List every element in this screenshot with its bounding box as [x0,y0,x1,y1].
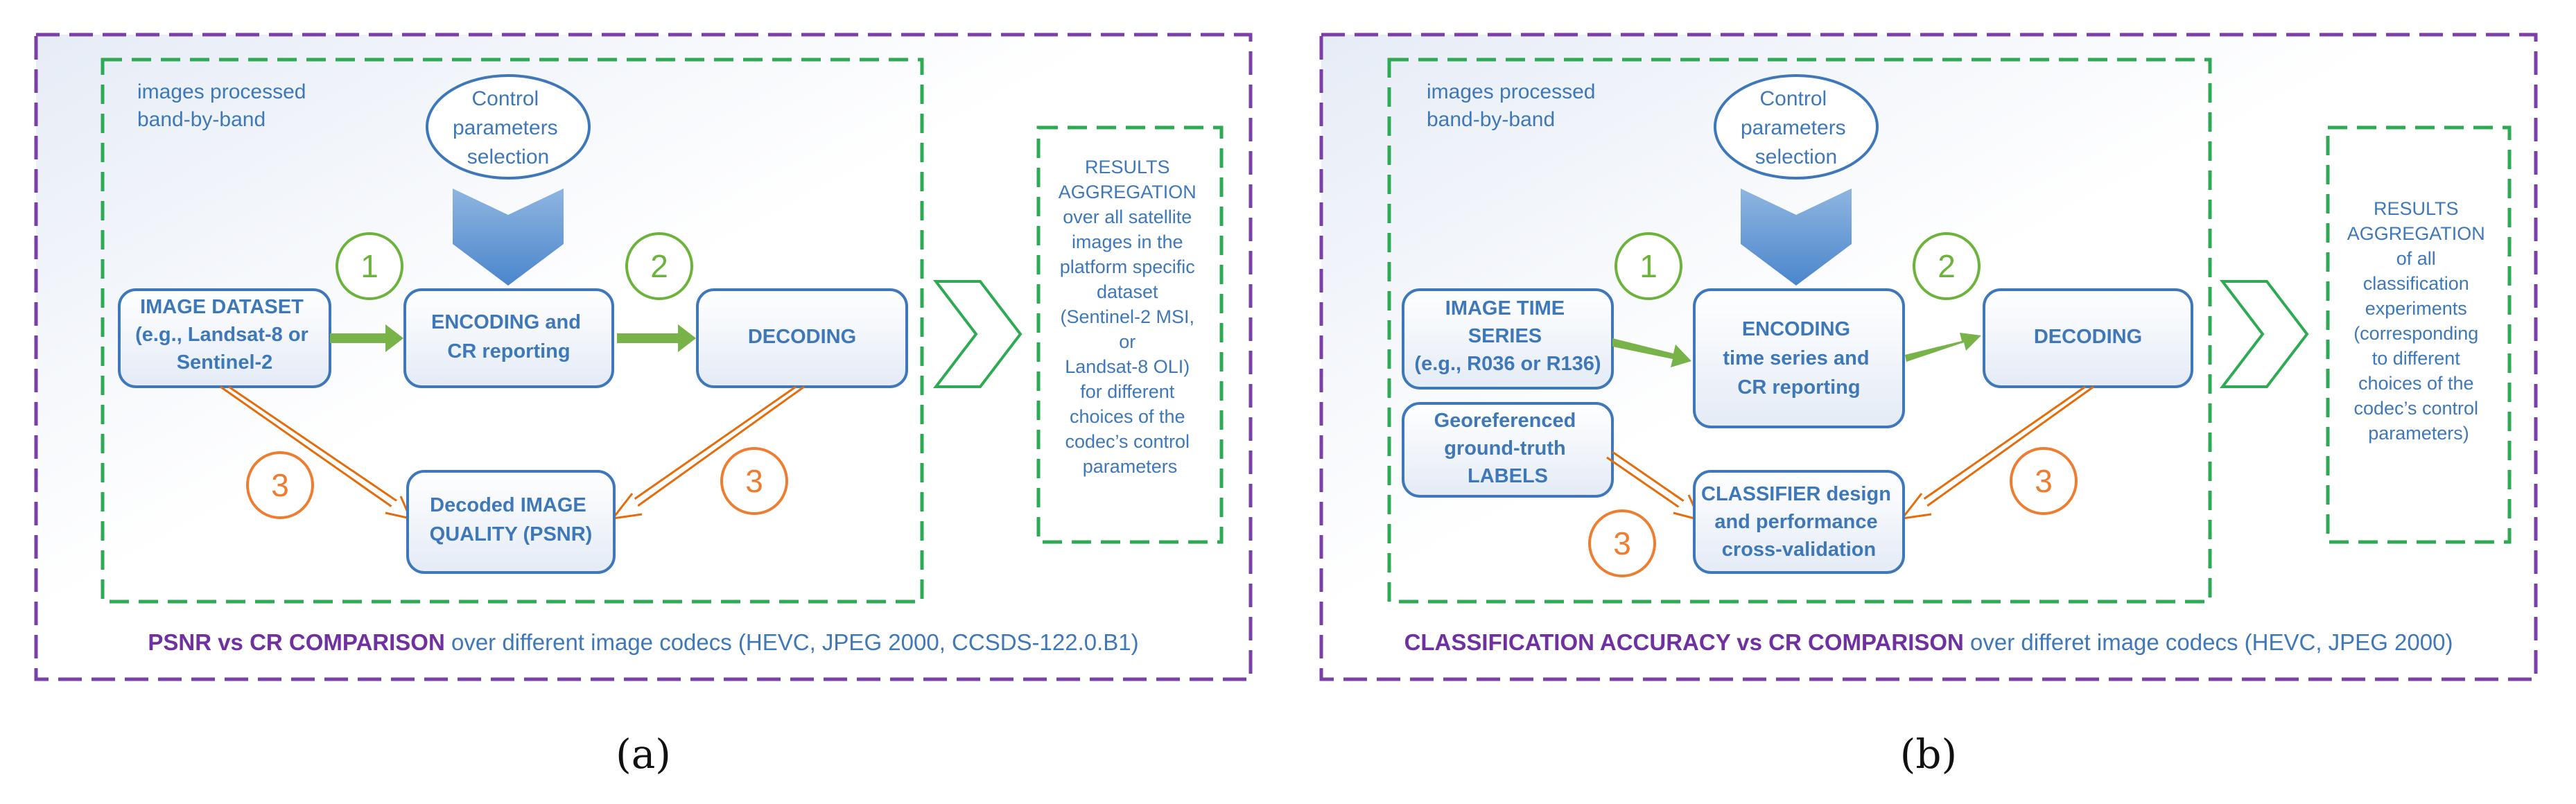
panel-b-step-3-left-circle [1588,509,1656,577]
panel-a-step-3-right-circle [720,447,788,515]
panel-a-step-3-left-label: 3 [271,467,289,503]
panel-a-arrow-encoding-to-decoding [617,324,696,352]
panel-b-arrow-series-to-encoding [1612,338,1691,367]
panel-b-step-2-circle [1913,232,1981,300]
panel-b-image-time-series-label: IMAGE TIME SERIES (e.g., R036 or R136) [1414,297,1601,375]
panel-a-image-quality-label: Decoded IMAGE QUALITY (PSNR) [430,494,593,545]
panel-b-decoding-label: DECODING [2034,326,2142,348]
panel-b-control-ellipse [1714,74,1879,180]
panel-a-image-quality-box [406,470,616,574]
panel-b-step-1-circle [1615,232,1682,300]
panel-b-results-box [2326,125,2512,544]
panel-a-encoding-label: ENCODING and CR reporting [431,311,586,362]
panel-a-caption: PSNR vs CR COMPARISON over different ima… [148,629,1138,655]
panel-a-step-3-left-circle [246,451,314,519]
panel-a-arrow-dataset-to-encoding [330,324,403,352]
panel-a-decoding-box [696,288,908,388]
panel-b-results-label: RESULTS AGGREGATION of all classificatio… [2347,198,2491,444]
panel-b-encoding-box [1693,288,1905,428]
panel-a-step-1-circle [336,232,403,300]
panel-b-step-2-label: 2 [1938,248,1956,284]
panel-a-label: (a) [616,731,671,778]
panel-b-caption: CLASSIFICATION ACCURACY vs CR COMPARISON… [1404,629,2453,655]
panel-b-chevron-right-icon [2219,280,2309,388]
panel-b-chevron-down-icon [1741,189,1852,286]
panel-b-arrow-encoding-to-decoding [1905,333,1981,362]
panel-a-results-label: RESULTS AGGREGATION over all satellite i… [1059,157,1202,477]
panel-b-band-note: images processed band-by-band [1427,80,1601,131]
panel-b-label: (b) [1900,731,1957,778]
panel-b-classifier-label: CLASSIFIER design and performance cross-… [1701,483,1897,561]
panel-a-encoding-box [403,288,614,388]
panel-b-encoding-label: ENCODING time series and CR reporting [1723,318,1874,399]
panel-a-image-dataset-label: IMAGE DATASET (e.g., Landsat-8 or Sentin… [135,296,314,374]
panel-b: images processed band-by-band Control pa… [1319,33,2538,778]
panel-a-step-3-right-label: 3 [745,463,763,499]
panel-b-decoding-box [1983,288,2193,388]
panel-a-chevron-down-icon [453,189,564,286]
panel-a-arrow-dataset-to-quality [220,385,412,521]
panel-b-step-3-right-label: 3 [2035,463,2053,499]
panel-b-ground-truth-labels-box [1402,402,1614,498]
panel-a-decoding-label: DECODING [748,326,856,348]
panel-b-process-box [1387,58,2212,604]
panel-a-band-note: images processed band-by-band [137,80,312,131]
panel-a-results-box [1036,125,1224,544]
panel-b-classifier-box [1693,470,1905,574]
panel-a-chevron-right-icon [932,280,1022,388]
panel-b-ground-truth-labels-label: Georeferenced ground-truth LABELS [1434,410,1582,487]
panel-a: images processed band-by-band Control pa… [34,33,1253,778]
panel-b-step-3-left-label: 3 [1613,525,1631,561]
panel-a-control-label: Control parameters selection [453,87,564,168]
panel-a-step-1-label: 1 [360,248,378,284]
panel-a-step-2-circle [625,232,693,300]
panel-a-process-box [101,58,924,604]
panel-b-control-label: Control parameters selection [1741,87,1852,168]
panel-a-control-ellipse [426,74,591,180]
panel-b-step-3-right-circle [2010,447,2078,515]
panel-b-step-1-label: 1 [1639,248,1657,284]
panel-a-step-2-label: 2 [650,248,668,284]
panel-a-arrow-decoding-to-quality [610,385,805,521]
